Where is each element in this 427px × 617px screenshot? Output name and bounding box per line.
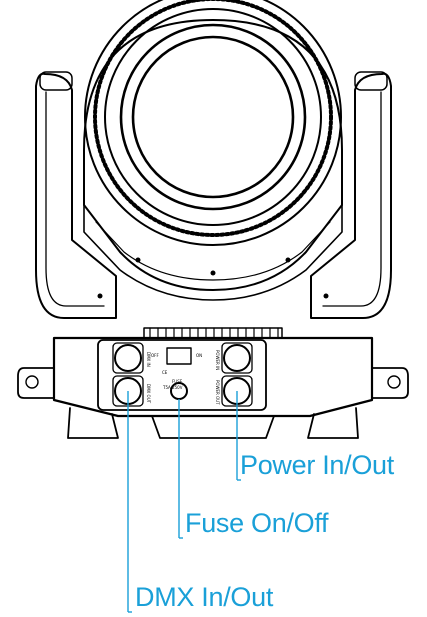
head-body-trim xyxy=(95,221,331,281)
power-switch xyxy=(166,347,192,365)
right-handle xyxy=(371,367,409,399)
yoke-left-arm xyxy=(35,72,117,319)
left-handle-knob xyxy=(25,375,39,389)
power-in-socket xyxy=(223,344,251,372)
yoke-left-arm-inner xyxy=(45,91,105,307)
head-screw-left xyxy=(135,257,141,263)
dmx-in-connector xyxy=(112,342,144,374)
base-body xyxy=(52,336,374,418)
lens xyxy=(131,35,295,199)
lens-bezel xyxy=(119,23,307,211)
base-neck-ribs xyxy=(149,327,279,339)
lens-led-ring xyxy=(93,0,333,237)
power-out-label: POWER OUT xyxy=(215,380,220,405)
dmx-callout-label: DMX In/Out xyxy=(135,582,274,612)
connector-panel xyxy=(97,339,267,411)
center-foot xyxy=(151,415,275,439)
left-foot xyxy=(67,407,119,439)
right-handle-knob xyxy=(387,375,401,389)
yoke-right-arm xyxy=(310,72,392,319)
switch-on-label: ON xyxy=(196,353,202,358)
switch-off-label: OFF xyxy=(151,353,159,358)
cert-marks: CE xyxy=(162,370,168,375)
dmx-in-socket xyxy=(114,344,142,372)
dmx-in-label: DMX IN xyxy=(146,352,151,367)
fuse-rating: T5A/250V xyxy=(162,385,183,390)
yoke-screw-left xyxy=(97,293,103,299)
dmx-out-label: DMX OUT xyxy=(146,384,151,404)
fuse-callout-label: Fuse On/Off xyxy=(185,508,329,538)
fuse-label: FUSE xyxy=(172,379,183,384)
lens-outer-ring xyxy=(84,0,342,246)
head-body xyxy=(83,19,343,291)
head-screw-center xyxy=(210,270,216,276)
yoke-top-right-cap xyxy=(354,71,388,91)
head-body-lower-plate xyxy=(83,204,343,301)
right-foot xyxy=(307,407,359,439)
yoke-right-arm-inner xyxy=(322,91,382,307)
lens-inner-ring xyxy=(104,8,322,226)
yoke-screw-right xyxy=(323,293,329,299)
yoke-top-left-cap xyxy=(39,71,73,91)
power-callout-label: Power In/Out xyxy=(240,450,394,480)
power-in-label: POWER IN xyxy=(215,350,220,370)
left-handle xyxy=(17,367,55,399)
head-screw-right xyxy=(285,257,291,263)
power-in-connector xyxy=(221,342,253,374)
base-neck xyxy=(143,327,283,339)
